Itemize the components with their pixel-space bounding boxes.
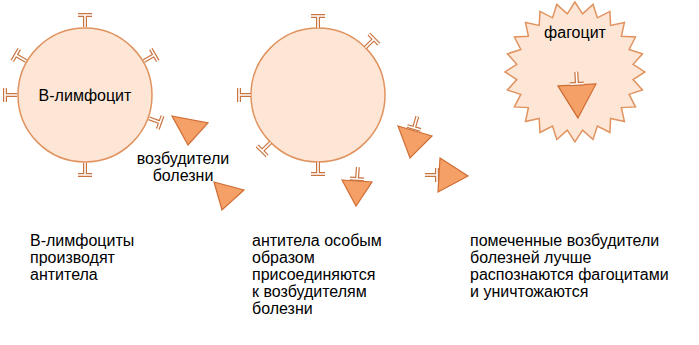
phagocyte-outline <box>505 2 645 142</box>
pathogen-triangle <box>172 116 208 145</box>
pathogen-triangle <box>558 84 596 118</box>
caption: помеченные возбудители болезней лучше ра… <box>470 232 675 300</box>
antibody-symbol <box>257 137 275 155</box>
antibody-symbol <box>407 115 424 130</box>
pathogen-triangle <box>398 126 432 158</box>
pathogen-triangle <box>214 182 244 210</box>
b-cell-circle <box>251 28 385 162</box>
antibody-symbol <box>425 168 437 182</box>
b-lymphocyte-circle: В-лимфоцит <box>17 27 153 163</box>
engulfed-pathogen <box>558 72 596 118</box>
cell-name: В-лимфоцит <box>39 86 132 105</box>
phagocyte-shape: фагоцит <box>504 1 646 143</box>
antibody-symbol <box>569 72 584 85</box>
cell-outline <box>18 28 152 162</box>
antibody-symbol <box>78 15 92 27</box>
node-outline <box>504 1 646 143</box>
antibody-symbol <box>78 163 92 175</box>
cell-name: фагоцит <box>544 23 606 42</box>
pathogen-label: возбудители болезни <box>124 150 242 184</box>
pathogen-triangle <box>438 158 468 192</box>
antibody-symbol <box>311 16 325 28</box>
pathogen-triangle <box>342 180 372 206</box>
antibody-symbol <box>311 162 325 174</box>
bound-antibodies <box>350 115 437 182</box>
marked-pathogens <box>342 126 468 206</box>
antibody-symbol <box>360 34 378 52</box>
membrane-antibodies <box>239 16 379 174</box>
antibody-symbol <box>350 167 365 180</box>
caption: антитела особым образом присоединяются к… <box>252 232 382 317</box>
antibody-symbol <box>5 88 17 102</box>
antibody-symbol <box>239 88 251 102</box>
caption: В-лимфоциты производят антитела <box>30 232 152 283</box>
